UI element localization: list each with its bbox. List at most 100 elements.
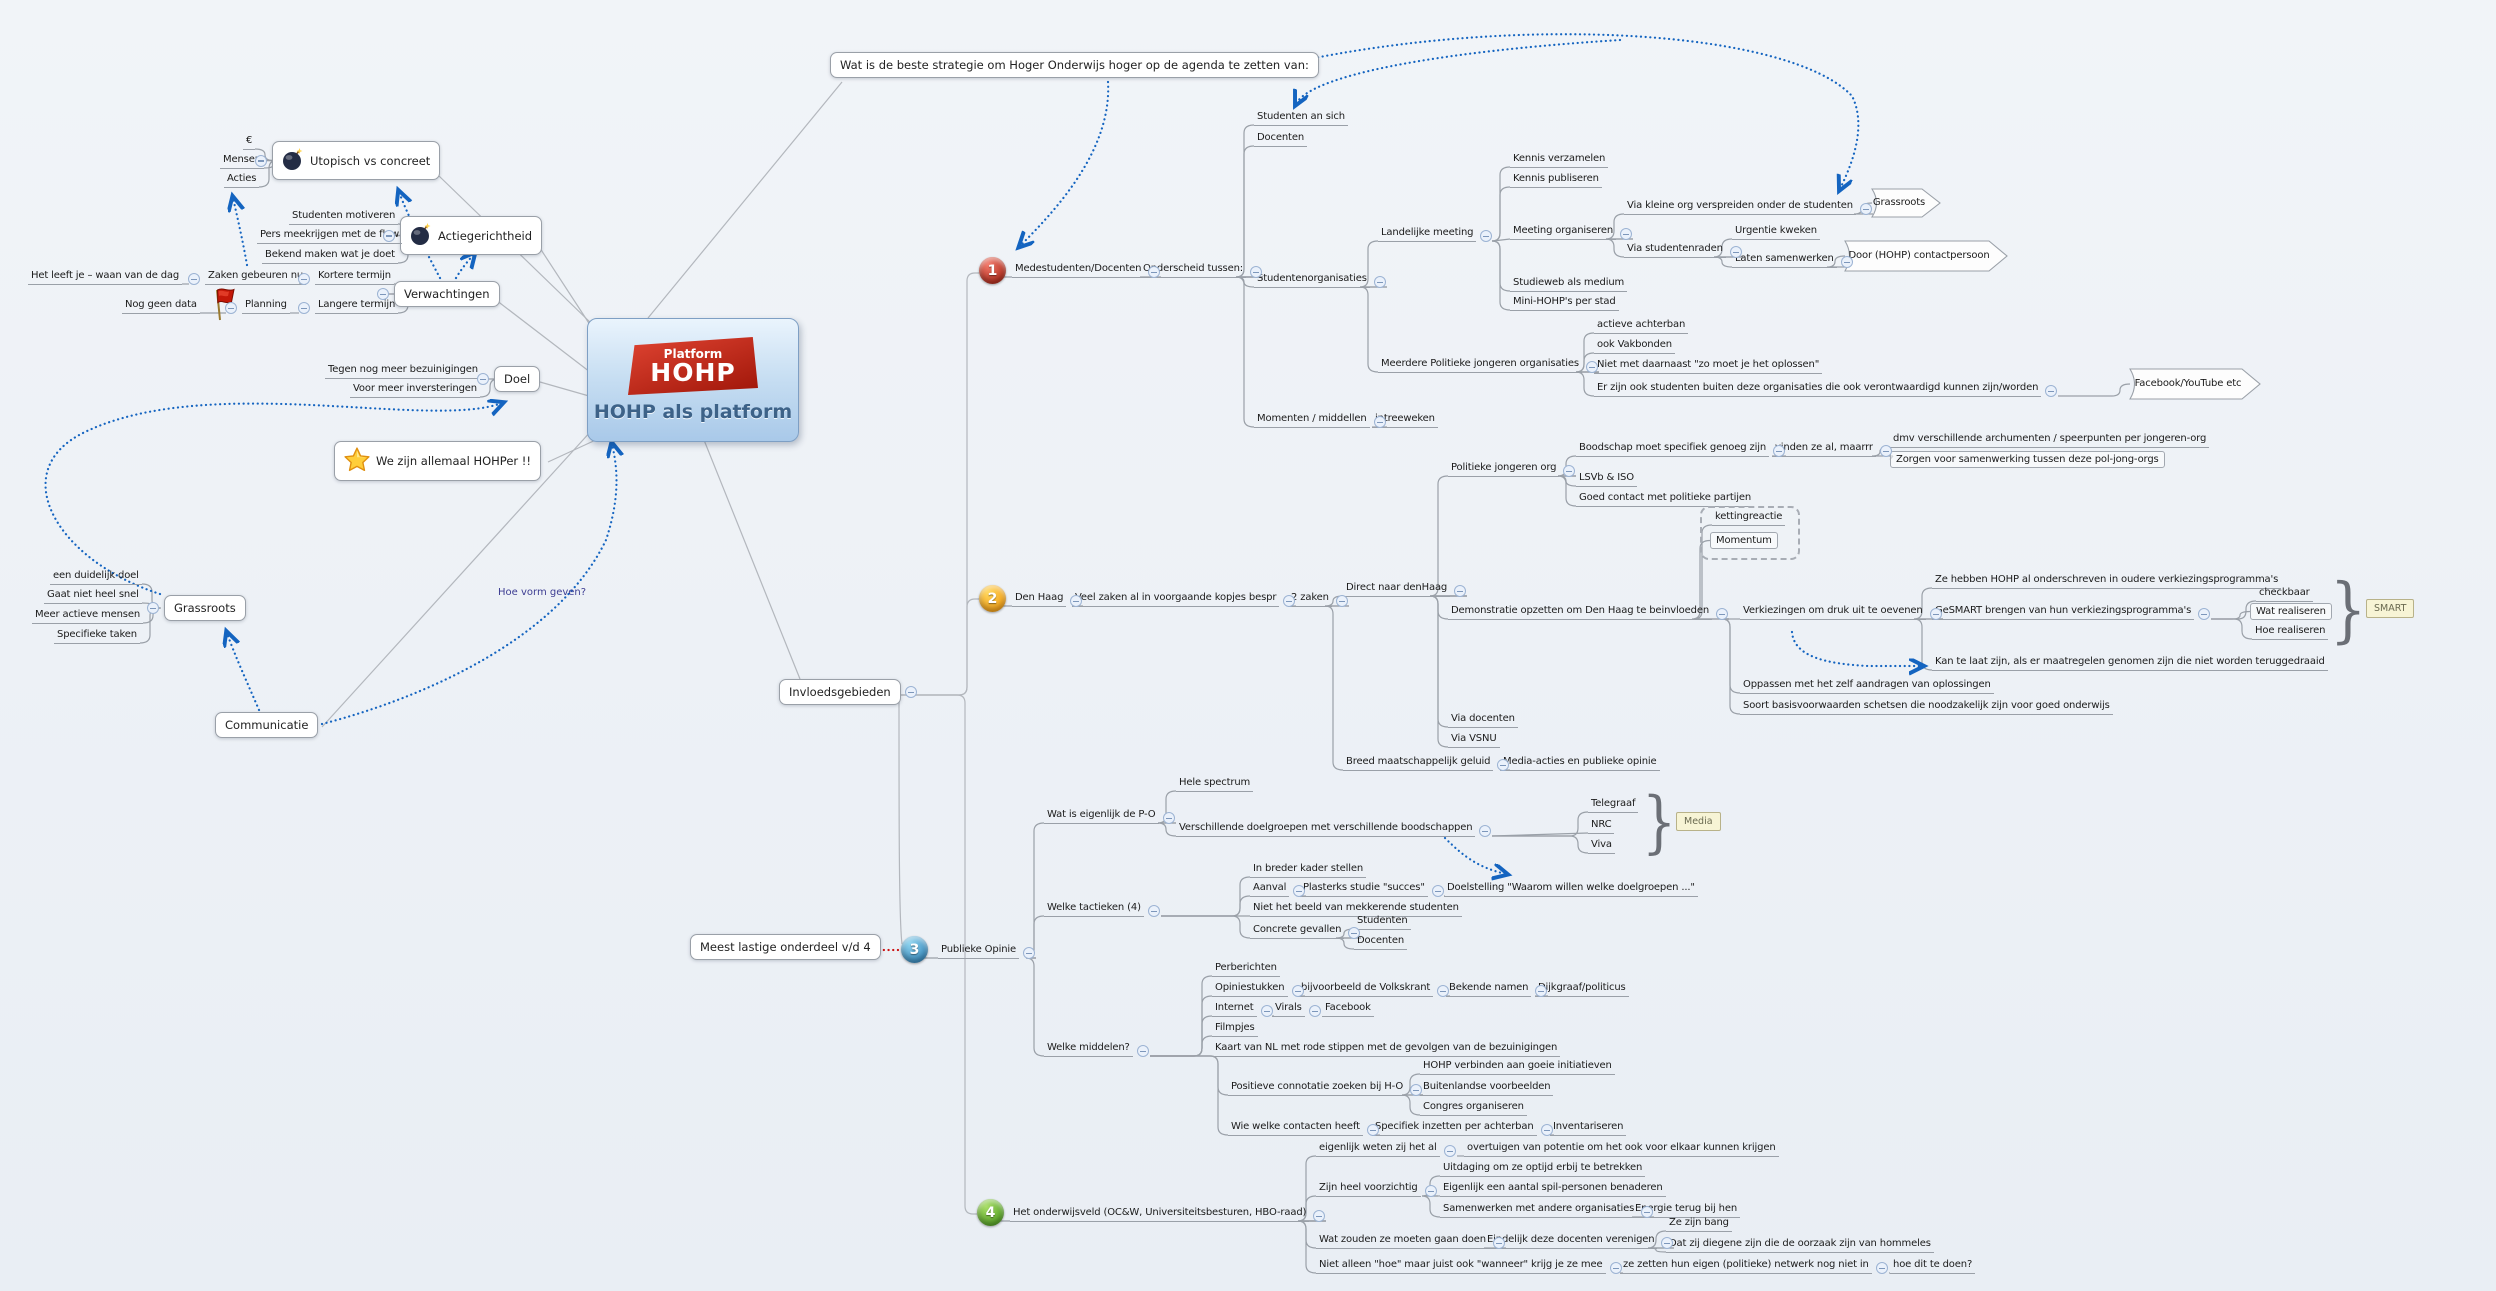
mensen-topic[interactable]: Mensen <box>220 153 264 169</box>
telegraaf-topic[interactable]: Telegraaf <box>1588 797 1639 813</box>
collapse-minus-icon[interactable] <box>298 273 310 285</box>
collapse-minus-icon[interactable] <box>1876 1262 1888 1274</box>
inbreder-topic[interactable]: In breder kader stellen <box>1250 862 1367 878</box>
nietmet-topic[interactable]: Niet met daarnaast "zo moet je het oplos… <box>1594 358 1823 374</box>
collapse-minus-icon[interactable] <box>1541 1124 1553 1136</box>
collapse-minus-icon[interactable] <box>1148 266 1160 278</box>
viadoc-topic[interactable]: Via docenten <box>1448 712 1518 728</box>
invloeds-topic[interactable]: Invloedsgebieden <box>779 679 901 705</box>
voorinv-topic[interactable]: Voor meer inversteringen <box>350 382 480 398</box>
collapse-minus-icon[interactable] <box>1250 266 1262 278</box>
viavsnu-topic[interactable]: Via VSNU <box>1448 732 1500 748</box>
gesmart-topic[interactable]: GeSMART brengen van hun verkiezingsprogr… <box>1932 604 2195 620</box>
achterban-topic[interactable]: actieve achterban <box>1594 318 1689 334</box>
virals-topic[interactable]: Virals <box>1272 1001 1305 1017</box>
erzijn-topic[interactable]: Er zijn ook studenten buiten deze organi… <box>1594 381 2042 397</box>
persflow-topic[interactable]: Pers meekrijgen met de flow <box>257 228 403 244</box>
planning-topic[interactable]: Planning <box>242 298 290 314</box>
collapse-minus-icon[interactable] <box>1620 228 1632 240</box>
inventariseren-topic[interactable]: Inventariseren <box>1550 1120 1627 1136</box>
smart-topic[interactable]: SMART <box>2366 599 2415 618</box>
oppassen-topic[interactable]: Oppassen met het zelf aandragen van oplo… <box>1740 678 1994 694</box>
collapse-minus-icon[interactable] <box>1283 595 1295 607</box>
collapse-minus-icon[interactable] <box>1641 1206 1653 1218</box>
datzij-topic[interactable]: Dat zij diegene zijn die de oorzaak zijn… <box>1666 1237 1934 1253</box>
momentum-topic[interactable]: Momentum <box>1710 532 1778 549</box>
vakbonden-topic[interactable]: ook Vakbonden <box>1594 338 1675 354</box>
poljong-topic[interactable]: Politieke jongeren org <box>1448 461 1560 477</box>
actieg-topic[interactable]: Actiegerichtheid <box>400 216 543 255</box>
watreal-topic[interactable]: Wat realiseren <box>2250 603 2332 620</box>
collapse-minus-icon[interactable] <box>1479 825 1491 837</box>
collapse-minus-icon[interactable] <box>1374 416 1386 428</box>
onderwijsveld-topic[interactable]: Het onderwijsveld (OC&W, Universiteitsbe… <box>1010 1206 1310 1222</box>
stansich-topic[interactable]: Studenten an sich <box>1254 110 1348 126</box>
checkbaar-topic[interactable]: checkbaar <box>2256 586 2313 602</box>
collapse-minus-icon[interactable] <box>1773 445 1785 457</box>
collapse-minus-icon[interactable] <box>1023 947 1035 959</box>
collapse-minus-icon[interactable] <box>1070 595 1082 607</box>
hohpverb-topic[interactable]: HOHP verbinden aan goeie initiatieven <box>1420 1059 1615 1075</box>
collapse-minus-icon[interactable] <box>1293 885 1305 897</box>
concrete-topic[interactable]: Concrete gevallen <box>1250 923 1345 939</box>
zebang-topic[interactable]: Ze zijn bang <box>1666 1216 1732 1232</box>
acties-topic[interactable]: Acties <box>224 172 260 188</box>
meeract-topic[interactable]: Meer actieve mensen <box>32 608 144 624</box>
collapse-minus-icon[interactable] <box>1444 1145 1456 1157</box>
landelijk-topic[interactable]: Landelijke meeting <box>1378 226 1477 242</box>
collapse-minus-icon[interactable] <box>1148 905 1160 917</box>
collapse-minus-icon[interactable] <box>1493 1237 1505 1249</box>
collapse-minus-icon[interactable] <box>1137 1045 1149 1057</box>
studenten3-topic[interactable]: Studenten <box>1354 914 1411 930</box>
zehebben-topic[interactable]: Ze hebben HOHP al onderschreven in ouder… <box>1932 573 2282 589</box>
eigenlijk-topic[interactable]: eigenlijk weten zij het al <box>1316 1141 1440 1157</box>
langere-topic[interactable]: Langere termijn <box>315 298 399 314</box>
utopisch-topic[interactable]: Utopisch vs concreet <box>272 141 441 180</box>
nrc-topic[interactable]: NRC <box>1588 818 1615 834</box>
buitenland-topic[interactable]: Buitenlandse voorbeelden <box>1420 1080 1554 1096</box>
nietalleen-topic[interactable]: Niet alleen "hoe" maar juist ook "wannee… <box>1316 1258 1606 1274</box>
collapse-minus-icon[interactable] <box>1730 246 1742 258</box>
collapse-minus-icon[interactable] <box>1610 1262 1622 1274</box>
studieweb-topic[interactable]: Studieweb als medium <box>1510 276 1628 292</box>
doelstelling-topic[interactable]: Doelstelling "Waarom willen welke doelgr… <box>1444 881 1698 897</box>
doorarrow-topic[interactable]: Door (HOHP) contactpersoon <box>1845 241 2007 271</box>
poroot-topic[interactable]: Publieke Opinie <box>938 943 1020 959</box>
hetleeft-topic[interactable]: Het leeft je – waan van de dag <box>28 269 183 285</box>
kortere-topic[interactable]: Kortere termijn <box>315 269 394 285</box>
demonstr-topic[interactable]: Demonstratie opzetten om Den Haag te bei… <box>1448 604 1713 620</box>
mediaacties-topic[interactable]: Media-acties en publieke opinie <box>1500 755 1660 771</box>
lsvb-topic[interactable]: LSVb & ISO <box>1576 471 1637 487</box>
goedcontact-topic[interactable]: Goed contact met politieke partijen <box>1576 491 1755 507</box>
docenten1-topic[interactable]: Docenten <box>1254 131 1308 147</box>
collapse-minus-icon[interactable] <box>383 229 395 242</box>
momenten-topic[interactable]: Momenten / middellen <box>1254 412 1370 428</box>
gaatsnel-topic[interactable]: Gaat niet heel snel <box>44 588 142 604</box>
nietbeeld-topic[interactable]: Niet het beeld van mekkerende studenten <box>1250 901 1462 917</box>
viastud-topic[interactable]: Via studentenraden <box>1624 242 1726 258</box>
kennisv-topic[interactable]: Kennis verzamelen <box>1510 152 1609 168</box>
opiniestukken-topic[interactable]: Opiniestukken <box>1212 981 1288 997</box>
zaken-topic[interactable]: Zaken gebeuren nu <box>205 269 307 285</box>
uitdaging-topic[interactable]: Uitdaging om ze optijd erbij te betrekke… <box>1440 1161 1646 1177</box>
denhaag-topic[interactable]: Den Haag <box>1012 591 1067 607</box>
bijvoorbeeld-topic[interactable]: bijvoorbeeld de Volkskrant <box>1298 981 1434 997</box>
grarrow-topic[interactable]: Grassroots <box>1872 189 1940 217</box>
collapse-minus-icon[interactable] <box>1586 361 1598 373</box>
eindelijk-topic[interactable]: Eindelijk deze docenten verenigen <box>1484 1233 1658 1249</box>
laten-topic[interactable]: Laten samenwerken <box>1732 252 1837 268</box>
viva-topic[interactable]: Viva <box>1588 838 1615 854</box>
collapse-minus-icon[interactable] <box>1163 812 1175 824</box>
eur-topic[interactable]: € <box>243 134 256 150</box>
welkemid-topic[interactable]: Welke middelen? <box>1044 1041 1133 1057</box>
collapse-minus-icon[interactable] <box>1410 1084 1422 1096</box>
collapse-minus-icon[interactable] <box>1841 256 1853 268</box>
collapse-minus-icon[interactable] <box>255 154 267 167</box>
urgentie-topic[interactable]: Urgentie kweken <box>1732 224 1820 240</box>
studorg-topic[interactable]: Studentenorganisaties <box>1254 272 1370 288</box>
collapse-minus-icon[interactable] <box>1535 985 1547 997</box>
spil-topic[interactable]: Eigenlijk een aantal spil-personen benad… <box>1440 1181 1666 1197</box>
grassroots-topic[interactable]: Grassroots <box>164 595 246 621</box>
tegenbez-topic[interactable]: Tegen nog meer bezuinigingen <box>325 363 481 379</box>
collapse-minus-icon[interactable] <box>225 302 237 314</box>
